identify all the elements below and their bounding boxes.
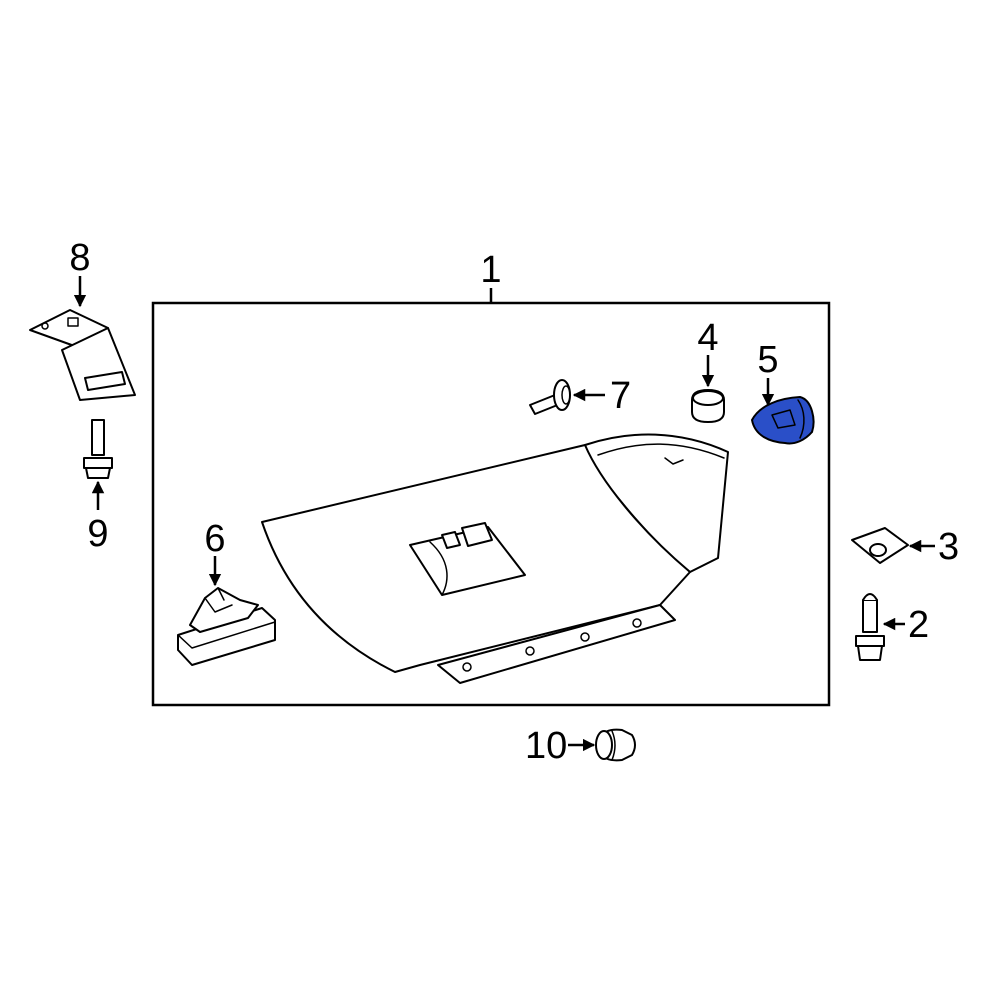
- stopper-part-5[interactable]: [750, 395, 815, 445]
- callout-5[interactable]: 5: [757, 339, 778, 381]
- callout-10[interactable]: 10: [525, 725, 567, 767]
- callout-4[interactable]: 4: [697, 317, 718, 359]
- glove-box-assembly[interactable]: [261, 433, 729, 684]
- clip-nut-part-3[interactable]: [851, 527, 909, 564]
- bracket-part-8[interactable]: [29, 309, 136, 401]
- latch-part-6[interactable]: [177, 587, 276, 666]
- bumper-part-4[interactable]: [691, 389, 725, 423]
- callout-9[interactable]: 9: [87, 513, 108, 555]
- callout-3[interactable]: 3: [938, 526, 959, 568]
- bolt-part-9[interactable]: [83, 419, 113, 479]
- pin-part-7[interactable]: [529, 379, 571, 415]
- callout-2[interactable]: 2: [908, 604, 929, 646]
- bumper-part-10[interactable]: [595, 728, 636, 762]
- callout-1[interactable]: 1: [480, 249, 501, 291]
- bolt-part-2[interactable]: [855, 593, 885, 661]
- callout-6[interactable]: 6: [204, 518, 225, 560]
- callout-8[interactable]: 8: [69, 237, 90, 279]
- callout-7[interactable]: 7: [610, 375, 631, 417]
